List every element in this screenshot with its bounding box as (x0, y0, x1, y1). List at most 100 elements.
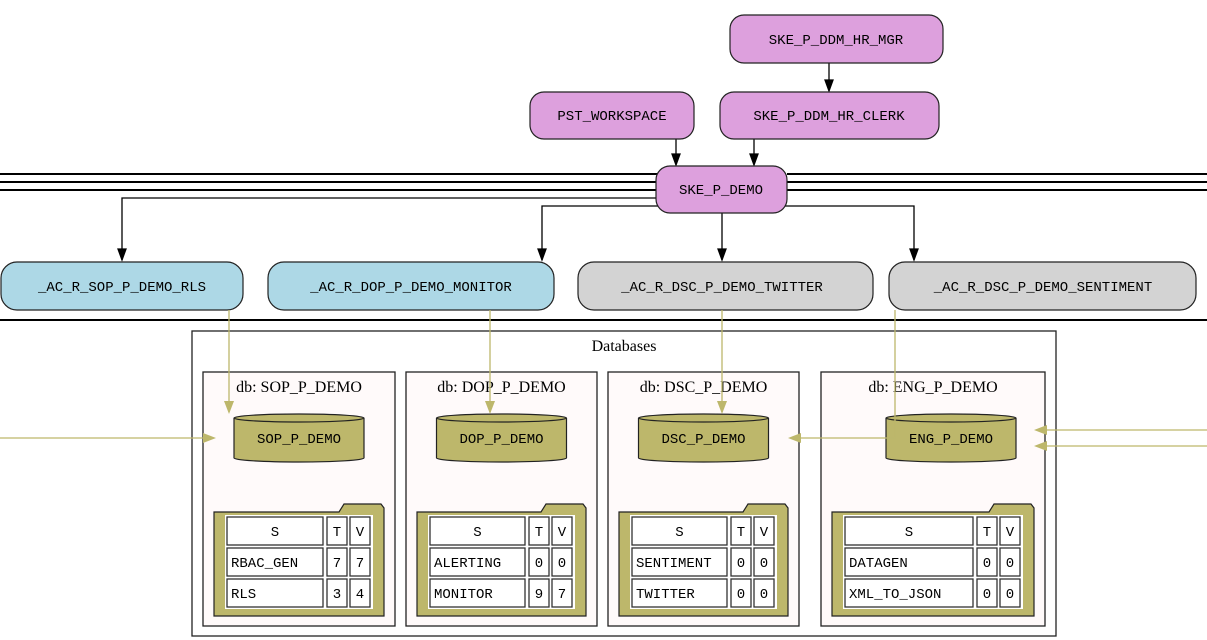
table-cell-text: DATAGEN (849, 556, 908, 572)
table-cell (226, 578, 324, 608)
database-node[interactable]: SOP_P_DEMO (233, 413, 365, 463)
role-node-clerk[interactable]: SKE_P_DDM_HR_CLERK (719, 91, 940, 140)
database-icon (435, 413, 568, 463)
table-cell-text: 0 (558, 556, 566, 572)
table-cell-text: 0 (1006, 556, 1014, 572)
table-cell (349, 547, 371, 577)
edge-sentiment-to-dsc (800, 310, 896, 439)
edge-demo-to-monitor (541, 205, 660, 260)
table-cell-text: 7 (333, 556, 341, 572)
table-cell-text: 0 (737, 587, 745, 603)
database-node[interactable]: DOP_P_DEMO (435, 413, 568, 463)
table-header-cell (429, 516, 526, 546)
role-edges (117, 63, 919, 262)
database-node[interactable]: ENG_P_DEMO (885, 413, 1017, 463)
role-node-label: SKE_P_DDM_HR_MGR (769, 33, 904, 49)
table-header-cell (999, 516, 1021, 546)
table-header-text: V (356, 525, 365, 541)
table-cell-text: RBAC_GEN (231, 556, 298, 572)
database-label: DSC_P_DEMO (661, 432, 745, 448)
table-cell-text: XML_TO_JSON (849, 587, 941, 603)
access-role-node-monitor[interactable]: _AC_R_DOP_P_DEMO_MONITOR (267, 261, 555, 311)
arrowhead (788, 433, 801, 443)
db-cluster-title: db: ENG_P_DEMO (868, 379, 997, 396)
table-cell (976, 547, 998, 577)
table-header-text: V (1006, 525, 1015, 541)
role-node-mgr[interactable]: SKE_P_DDM_HR_MGR (729, 14, 944, 64)
table-cell (999, 547, 1021, 577)
table-cell-text: 3 (333, 587, 341, 603)
role-node-label: SKE_P_DDM_HR_CLERK (753, 109, 905, 125)
table-cell (844, 547, 974, 577)
table-cell-text: 0 (760, 556, 768, 572)
arrowhead (1034, 425, 1047, 435)
table-cell-text: 0 (983, 556, 991, 572)
table-header-text: T (983, 525, 991, 541)
table-header-cell (551, 516, 573, 546)
table-cell-text: 0 (1006, 587, 1014, 603)
access-role-node-sentiment[interactable]: _AC_R_DSC_P_DEMO_SENTIMENT (888, 261, 1197, 311)
table-cell (844, 578, 974, 608)
access-role-label: _AC_R_DOP_P_DEMO_MONITOR (309, 280, 512, 296)
database-label: DOP_P_DEMO (459, 432, 543, 448)
grant-edges (0, 310, 1207, 451)
access-role-node-rls[interactable]: _AC_R_SOP_P_DEMO_RLS (0, 261, 244, 311)
database-label: ENG_P_DEMO (909, 432, 993, 448)
table-cell (753, 547, 775, 577)
table-header-cell (753, 516, 775, 546)
table-header-cell (528, 516, 550, 546)
arrowhead (749, 153, 759, 167)
table-cell (730, 547, 752, 577)
table-cell (429, 578, 526, 608)
table-header-text: S (473, 525, 481, 541)
table-header-cell (844, 516, 974, 546)
table-cell-text: RLS (231, 587, 256, 603)
table-header-text: T (535, 525, 543, 541)
table-cell (976, 578, 998, 608)
database-node[interactable]: DSC_P_DEMO (637, 413, 770, 463)
table-cell (326, 547, 348, 577)
role-node-demo[interactable]: SKE_P_DEMO (655, 165, 788, 214)
role-node-workspace[interactable]: PST_WORKSPACE (529, 91, 695, 140)
table-cell-text: 4 (356, 587, 364, 603)
table-header-cell (631, 516, 728, 546)
table-cell (528, 547, 550, 577)
edge-demo-to-sentiment (785, 205, 915, 260)
arrowhead (537, 248, 547, 262)
arrowhead (224, 401, 234, 414)
arrowhead (117, 248, 127, 262)
table-cell (349, 578, 371, 608)
table-header-text: V (558, 525, 567, 541)
db-cluster-title: db: DSC_P_DEMO (640, 379, 768, 396)
table-cell (631, 547, 728, 577)
table-cell (730, 578, 752, 608)
table-cell (528, 578, 550, 608)
arrowhead (1034, 441, 1047, 451)
table-header-cell (976, 516, 998, 546)
table-cell-text: 7 (558, 587, 566, 603)
database-icon (637, 413, 770, 463)
access-role-node-twitter[interactable]: _AC_R_DSC_P_DEMO_TWITTER (577, 261, 874, 311)
db-cluster-title: db: DOP_P_DEMO (437, 379, 565, 396)
edge-demo-to-rls (121, 197, 657, 260)
table-cell-text: 0 (737, 556, 745, 572)
table-cell (226, 547, 324, 577)
table-header-cell (349, 516, 371, 546)
table-cell (551, 578, 573, 608)
arrowhead (203, 433, 216, 443)
arrowhead (671, 153, 681, 167)
table-cell-text: 0 (983, 587, 991, 603)
table-header-text: T (333, 525, 341, 541)
table-header-cell (326, 516, 348, 546)
table-cell (326, 578, 348, 608)
table-cell (631, 578, 728, 608)
role-node-label: PST_WORKSPACE (557, 109, 666, 125)
